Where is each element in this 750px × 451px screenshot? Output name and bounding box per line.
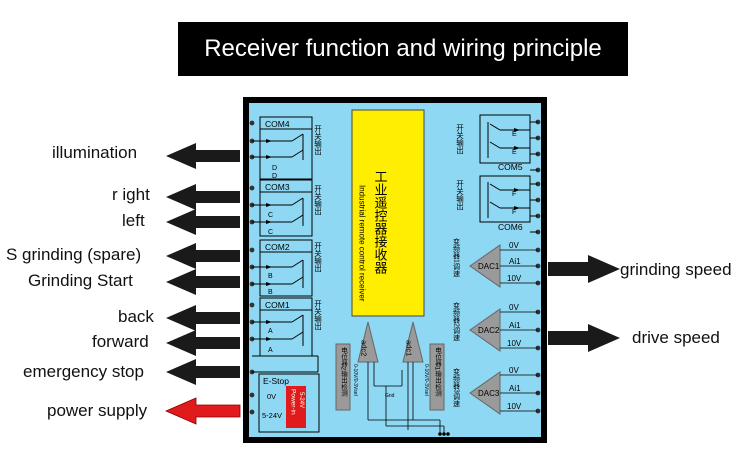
relay-label-f1: F <box>512 191 516 198</box>
adc-junctions <box>438 432 450 436</box>
arrow-drive-speed <box>548 324 620 352</box>
dac2-label: DAC2 <box>478 326 500 335</box>
com1-label: COM1 <box>265 300 290 310</box>
dac1-pin-ai1: Ai1 <box>509 257 521 266</box>
dac3-label: DAC3 <box>478 389 500 398</box>
label-emergency-stop: emergency stop <box>23 362 144 381</box>
switch-output-cn-4: 开关输出 <box>313 300 322 332</box>
arrow-right <box>166 184 240 210</box>
right-terminals <box>535 119 541 414</box>
arrow-left <box>166 209 240 235</box>
receiver-en-label: Industrial remote control receiver <box>358 185 367 302</box>
com5-label: COM5 <box>498 162 523 172</box>
power-in-voltage: 5-24V <box>298 392 304 408</box>
estop-wiring <box>252 355 320 433</box>
relay-label-f2: F <box>512 209 516 216</box>
relay-block-com4 <box>252 116 313 180</box>
zero-v-label: 0V <box>267 392 276 401</box>
switch-output-cn-6: 开关输出 <box>455 180 464 212</box>
adc1-box-label: 电位器1输出检测 <box>434 346 442 398</box>
dac2-pin-10v: 10V <box>507 339 522 348</box>
adc1-label: adc1 <box>405 340 414 356</box>
relay-label-d1: D <box>272 165 277 172</box>
label-grinding-speed: grinding speed <box>620 260 732 279</box>
dac3-pin-10v: 10V <box>507 402 522 411</box>
label-s-grinding: S grinding (spare) <box>6 245 142 264</box>
dac1-pin-10v: 10V <box>507 274 522 283</box>
receiver-cn-label: 工业遥控器接收器 <box>373 170 388 275</box>
relay-label-b2: B <box>268 289 273 296</box>
relay-label-a2: A <box>268 347 273 354</box>
dac3-pin-ai1: Ai1 <box>509 384 521 393</box>
dac1-cn-label: 变频器1调速 <box>453 237 461 278</box>
label-back: back <box>118 307 154 326</box>
adc-wiring <box>367 362 445 434</box>
label-left: left <box>122 211 145 230</box>
adc2-box-label: 电位器2输出检测 <box>340 346 348 398</box>
com4-label: COM4 <box>265 119 290 129</box>
dac3-pin-0v: 0V <box>509 366 519 375</box>
dac-wiring <box>500 249 538 412</box>
switch-output-cn-1: 开关输出 <box>313 125 322 157</box>
relay-label-b1: B <box>268 273 273 280</box>
power-in-block <box>286 386 306 428</box>
estop-label: E-Stop <box>263 376 289 386</box>
arrow-power-supply <box>164 397 241 425</box>
label-illumination: illumination <box>52 143 138 162</box>
com2-label: COM2 <box>265 242 290 252</box>
arrow-emergency-stop <box>166 359 240 385</box>
arrow-s-grinding <box>166 243 240 269</box>
arrow-grinding-start <box>166 269 240 295</box>
relay-arrows-left <box>266 139 272 341</box>
relay-label-c1: C <box>268 212 273 219</box>
relay-block-com6 <box>479 175 538 233</box>
com3-label: COM3 <box>265 182 290 192</box>
page-title: Receiver function and wiring principle <box>178 22 628 76</box>
arrow-illumination <box>166 143 240 169</box>
com6-label: COM6 <box>498 222 523 232</box>
relay-arrows-right <box>514 128 520 210</box>
arrow-forward <box>166 330 240 356</box>
relay-block-com3 <box>252 179 313 237</box>
adc2-range-label: 0-10V/0-3Vsel <box>352 364 358 396</box>
gnd-label: Gnd <box>385 393 395 399</box>
dac2-pin-ai1: Ai1 <box>509 321 521 330</box>
dac2-cn-label: 变频器2调速 <box>453 301 461 342</box>
arrow-grinding-speed <box>548 255 620 283</box>
arrow-back <box>166 305 240 331</box>
relay-label-c2: C <box>268 229 273 236</box>
label-right: r ight <box>112 185 150 204</box>
label-forward: forward <box>92 332 149 351</box>
dac3-cn-label: 变频器3调速 <box>453 367 461 408</box>
dac1-label: DAC1 <box>478 262 500 271</box>
adc1-box <box>429 343 445 411</box>
adc1-range-label: 0-10V/0-3Vsel <box>423 364 429 396</box>
dac1-pin-0v: 0V <box>509 241 519 250</box>
label-drive-speed: drive speed <box>632 328 720 347</box>
dac2-pin-0v: 0V <box>509 303 519 312</box>
adc2-box <box>335 343 351 411</box>
supply-label: 5-24V <box>262 411 282 420</box>
switch-output-cn-3: 开关输出 <box>313 242 322 273</box>
label-grinding-start: Grinding Start <box>28 271 133 290</box>
power-in-label: Power-in <box>290 389 297 415</box>
relay-label-d2: D <box>272 173 277 180</box>
label-power-supply: power supply <box>47 401 148 420</box>
adc2-label: adc2 <box>360 340 369 356</box>
relay-label-e1: E <box>512 131 517 138</box>
switch-output-cn-2: 开关输出 <box>313 185 322 217</box>
relay-label-e2: E <box>512 149 517 156</box>
relay-label-a1: A <box>268 328 273 335</box>
receiver-module <box>351 109 425 317</box>
switch-output-cn-5: 开关输出 <box>455 124 464 156</box>
